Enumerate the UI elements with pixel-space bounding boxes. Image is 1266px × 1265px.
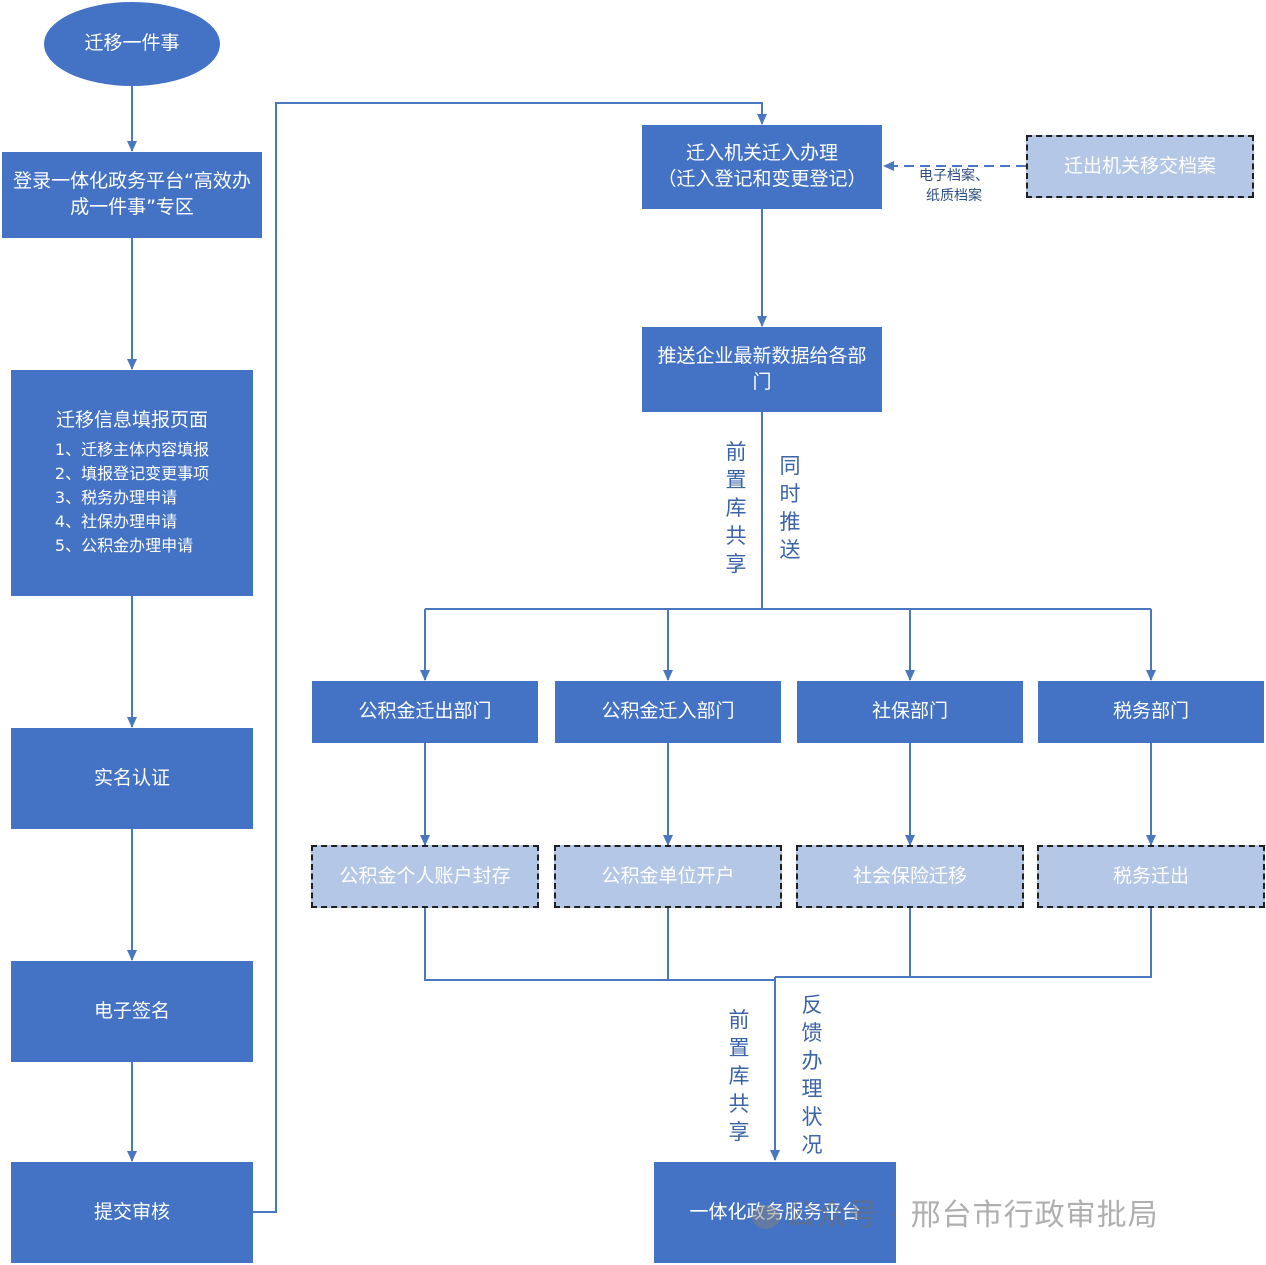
action-label: 社会保险迁移: [852, 864, 967, 887]
line-merge-right: [775, 907, 1152, 978]
moveout-step: 迁出机关移交档案: [1026, 135, 1254, 198]
form-item-list: 1、迁移主体内容填报 2、填报登记变更事项 3、税务办理申请 4、社保办理申请 …: [55, 438, 209, 558]
action-box: 税务迁出: [1037, 845, 1265, 908]
arrow-submit-to-movein: [253, 102, 767, 1213]
dept-label: 公积金迁入部门: [601, 700, 735, 723]
push-label: 推送企业最新数据给各部门: [657, 344, 867, 393]
realname-step: 实名认证: [11, 728, 253, 829]
submit-step: 提交审核: [11, 1162, 253, 1263]
movein-step: 迁入机关迁入办理 （迁入登记和变更登记）: [642, 125, 882, 209]
archive-label-text: 电子档案、 纸质档案: [919, 168, 989, 204]
start-oval: 迁移一件事: [44, 2, 220, 86]
dept-box: 社保部门: [797, 681, 1023, 743]
wechat-icon: [752, 1204, 780, 1229]
dept-box: 公积金迁出部门: [312, 681, 538, 743]
action-box: 公积金单位开户: [554, 845, 782, 908]
action-box: 公积金个人账户封存: [311, 845, 539, 908]
dept-label: 税务部门: [1112, 700, 1189, 723]
moveout-label: 迁出机关移交档案: [1063, 154, 1216, 177]
label-prelib-bottom: 前置库共享: [728, 1008, 750, 1144]
watermark-text: 公众号 · 邢台市行政审批局: [786, 1198, 1159, 1233]
form-step: 迁移信息填报页面 1、迁移主体内容填报 2、填报登记变更事项 3、税务办理申请 …: [11, 370, 253, 596]
line-merge-left: [424, 907, 775, 981]
esign-label: 电子签名: [93, 999, 170, 1022]
archive-label: 电子档案、 纸质档案: [906, 146, 1002, 206]
label-feedback: 反馈办理状况: [801, 993, 823, 1157]
dept-label: 社保部门: [871, 700, 948, 723]
watermark: 公众号 · 邢台市行政审批局: [752, 1190, 1159, 1234]
form-item: 2、填报登记变更事项: [54, 463, 210, 483]
submit-label: 提交审核: [93, 1200, 170, 1223]
form-item: 1、迁移主体内容填报: [54, 439, 210, 459]
form-item: 4、社保办理申请: [54, 511, 178, 531]
dept-label: 公积金迁出部门: [358, 700, 492, 723]
login-step: 登录一体化政务平台“高效办成一件事”专区: [2, 152, 262, 238]
dept-box: 税务部门: [1038, 681, 1264, 743]
label-prelib-top: 前置库共享: [725, 440, 747, 576]
form-item: 3、税务办理申请: [54, 487, 178, 507]
action-box: 社会保险迁移: [796, 845, 1024, 908]
start-label: 迁移一件事: [84, 32, 180, 55]
realname-label: 实名认证: [93, 766, 170, 789]
form-title: 迁移信息填报页面: [55, 409, 208, 432]
movein-label: 迁入机关迁入办理 （迁入登记和变更登记）: [657, 142, 867, 190]
action-label: 公积金个人账户封存: [339, 864, 511, 887]
esign-step: 电子签名: [11, 961, 253, 1062]
action-label: 公积金单位开户: [601, 864, 735, 887]
form-item: 5、公积金办理申请: [54, 535, 194, 555]
label-sync-push: 同时推送: [779, 454, 801, 562]
action-label: 税务迁出: [1112, 864, 1189, 887]
dept-box: 公积金迁入部门: [555, 681, 781, 743]
login-label: 登录一体化政务平台“高效办成一件事”专区: [13, 170, 251, 218]
push-step: 推送企业最新数据给各部门: [642, 327, 882, 412]
